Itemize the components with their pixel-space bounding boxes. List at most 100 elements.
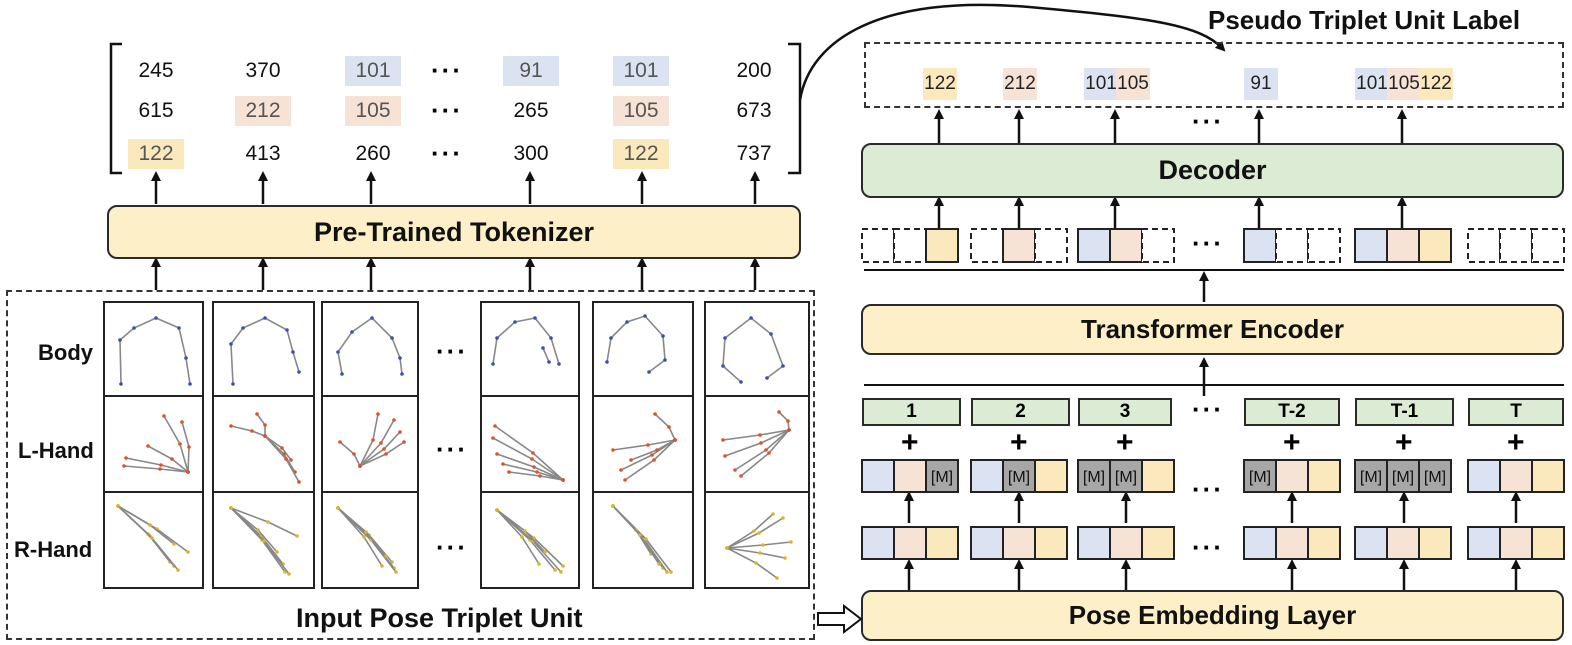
- pseudo-label-token: 212: [1003, 68, 1037, 100]
- joint-point: [665, 570, 669, 574]
- joint-point: [382, 447, 386, 451]
- joint-point: [721, 438, 725, 442]
- token-cell: [1275, 228, 1309, 263]
- token-cell: [1109, 526, 1143, 560]
- input-pose-region: [6, 290, 815, 640]
- joint-point: [379, 441, 383, 445]
- skeleton-line: [542, 347, 550, 363]
- joint-point: [759, 441, 763, 445]
- joint-point: [769, 332, 773, 336]
- ellipsis-masked-row: ···: [1192, 474, 1224, 504]
- token-cell: [1354, 526, 1388, 560]
- joint-point: [559, 570, 563, 574]
- token-c1-r2: 615: [138, 99, 174, 122]
- joint-point: [186, 550, 190, 554]
- token-cell: [1386, 526, 1420, 560]
- joint-point: [669, 570, 673, 574]
- joint-point: [297, 370, 301, 374]
- joint-point: [491, 362, 495, 366]
- joint-point: [370, 316, 374, 320]
- ellipsis-pose-lhand: ···: [436, 434, 468, 464]
- joint-point: [295, 534, 299, 538]
- joint-point: [495, 336, 499, 340]
- joint-point: [657, 562, 661, 566]
- token-cell: [1307, 228, 1341, 263]
- joint-point: [758, 551, 762, 555]
- joint-point: [531, 451, 535, 455]
- token-cell: [1002, 526, 1036, 560]
- joint-point: [663, 358, 667, 362]
- joint-point: [543, 550, 547, 554]
- joint-point: [250, 429, 254, 433]
- joint-point: [650, 453, 654, 457]
- joint-point: [789, 540, 793, 544]
- joint-point: [786, 419, 790, 423]
- token-cell: [1531, 228, 1565, 263]
- joint-point: [761, 543, 765, 547]
- joint-point: [725, 546, 729, 550]
- joint-point: [561, 564, 565, 568]
- joint-point: [172, 542, 176, 546]
- joint-point: [184, 356, 188, 360]
- joint-point: [764, 448, 768, 452]
- token-c2-r2: 212: [235, 96, 291, 126]
- position-index: 2: [971, 398, 1070, 426]
- token-c5-r3: 122: [613, 139, 669, 169]
- pose-panel: [704, 491, 810, 589]
- token-c6-r2: 673: [736, 99, 772, 122]
- plus-sign: +: [1507, 426, 1525, 459]
- joint-point: [132, 326, 136, 330]
- skeleton-line: [492, 317, 560, 365]
- row-label-r-hand: R-Hand: [14, 537, 93, 562]
- ellipsis-pose-body: ···: [436, 336, 468, 366]
- token-cell: [1307, 459, 1341, 493]
- joint-point: [402, 440, 406, 444]
- joint-point: [384, 554, 388, 558]
- token-c4-r3: 300: [513, 142, 549, 165]
- token-cell: [1531, 526, 1565, 560]
- joint-point: [520, 535, 524, 539]
- token-cell: [861, 526, 895, 560]
- joint-point: [336, 350, 340, 354]
- joint-point: [287, 572, 291, 576]
- token-cell: [893, 228, 927, 263]
- mask-token: [M]: [1115, 469, 1137, 486]
- joint-point: [285, 328, 289, 332]
- joint-point: [390, 336, 394, 340]
- token-c2-r3: 413: [245, 142, 281, 165]
- token-cell: [1418, 459, 1452, 493]
- token-cell: [1141, 459, 1175, 493]
- joint-point: [284, 457, 288, 461]
- ellipsis-positions: ···: [1192, 394, 1224, 424]
- joint-point: [398, 356, 402, 360]
- token-cell: [970, 228, 1004, 263]
- joint-point: [655, 448, 659, 452]
- joint-point: [611, 504, 615, 508]
- token-cell: [1307, 526, 1341, 560]
- joint-point: [398, 430, 402, 434]
- token-cell: [925, 526, 959, 560]
- joint-point: [561, 478, 565, 482]
- joint-point: [781, 516, 785, 520]
- joint-point: [146, 444, 150, 448]
- mask-token: [M]: [1083, 469, 1105, 486]
- joint-point: [186, 470, 190, 474]
- token-c4-r2: 265: [513, 99, 549, 122]
- joint-point: [767, 451, 771, 455]
- joint-point: [754, 561, 758, 565]
- joint-point: [619, 468, 623, 472]
- joint-point: [623, 478, 627, 482]
- transformer-encoder-block: Transformer Encoder: [861, 304, 1564, 355]
- joint-point: [749, 316, 753, 320]
- token-cell: [1499, 526, 1533, 560]
- token-cell: [925, 459, 959, 493]
- pseudo-label-box: [864, 42, 1564, 108]
- token-cell: [1386, 459, 1420, 493]
- token-cell: [1531, 459, 1565, 493]
- token-cell: [1077, 526, 1111, 560]
- pose-panel: [321, 301, 419, 397]
- joint-point: [653, 412, 657, 416]
- token-c4-r1: 91: [503, 56, 559, 86]
- joint-point: [266, 520, 270, 524]
